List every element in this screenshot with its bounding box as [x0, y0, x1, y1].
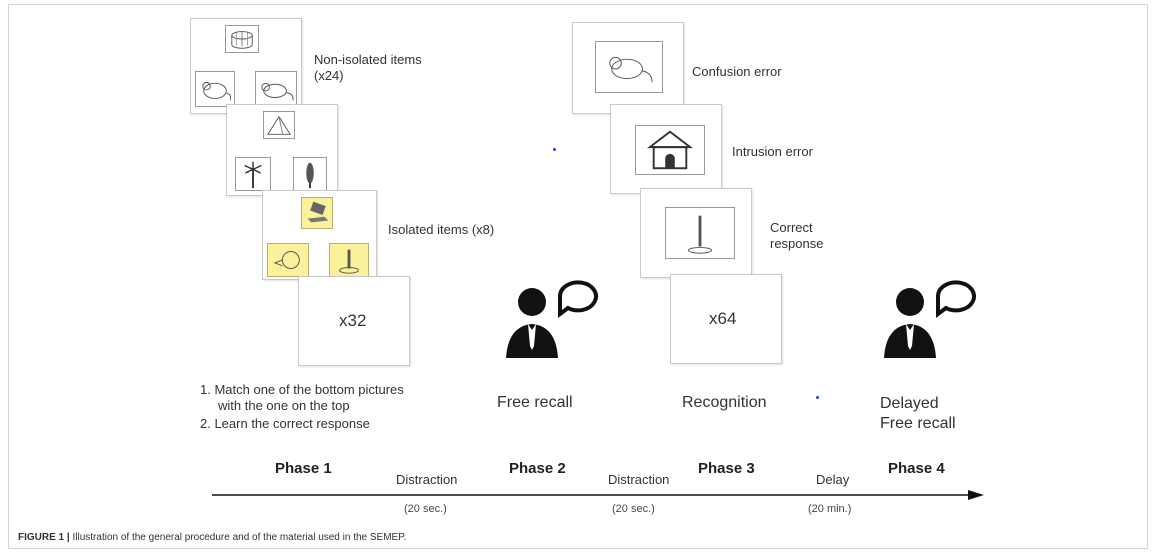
caption-label: FIGURE 1 |	[18, 532, 70, 543]
laptop-icon	[301, 197, 333, 229]
delay-label: Delay	[816, 472, 850, 487]
mouse-icon	[195, 71, 235, 107]
correct-response-label-2: response	[770, 236, 824, 251]
person-speaking-icon	[878, 268, 978, 360]
phase-1-title: Phase 1	[275, 460, 332, 477]
phase-3-title: Phase 3	[698, 460, 755, 477]
rat-icon	[595, 41, 663, 93]
palm-tree-icon	[235, 157, 271, 191]
marker-dot	[553, 148, 556, 151]
delay-time: (20 min.)	[808, 503, 852, 515]
phase-4-title: Phase 4	[888, 460, 945, 477]
cake-icon	[225, 25, 259, 53]
isolated-label: Isolated items (x8)	[388, 222, 495, 237]
recognition-label: Recognition	[682, 394, 767, 411]
intrusion-card	[610, 104, 722, 194]
cypress-tree-icon	[293, 157, 327, 191]
item-count: x64	[709, 309, 737, 328]
figure-caption: FIGURE 1 | Illustration of the general p…	[18, 532, 406, 543]
marker-dot	[816, 396, 819, 399]
distraction-2-time: (20 sec.)	[612, 503, 655, 515]
person-speaking-icon	[500, 268, 600, 360]
distraction-1-label: Distraction	[396, 472, 458, 487]
correct-response-label-1: Correct	[770, 220, 813, 235]
phase-2-title: Phase 2	[509, 460, 566, 477]
candle-icon	[665, 207, 735, 259]
count-card-phase3: x64	[670, 274, 782, 364]
free-recall-label: Free recall	[497, 394, 573, 411]
pyramid-icon	[263, 111, 295, 139]
correct-card	[640, 188, 752, 278]
item-count: x32	[339, 311, 367, 330]
instruction-1b: with the one on the top	[218, 398, 350, 413]
confusion-card	[572, 22, 684, 114]
light-bulb-icon	[267, 243, 309, 277]
doghouse-icon	[635, 125, 705, 175]
instruction-2: 2. Learn the correct response	[200, 416, 370, 431]
confusion-error-label: Confusion error	[692, 64, 782, 79]
timeline-arrow	[212, 488, 984, 500]
isolated-card	[262, 190, 377, 280]
delayed-label-1: Delayed	[880, 395, 939, 412]
candle-icon	[329, 243, 369, 277]
non-isolated-card	[190, 18, 302, 114]
figure-frame	[8, 4, 1148, 549]
intrusion-error-label: Intrusion error	[732, 144, 813, 159]
non-isolated-label: Non-isolated items (x24)	[314, 52, 422, 83]
distraction-2-label: Distraction	[608, 472, 670, 487]
instruction-1: 1. Match one of the bottom pictures	[200, 382, 404, 397]
pyramid-card	[226, 104, 338, 196]
rat-icon	[255, 71, 297, 107]
count-card-phase1: x32	[298, 276, 410, 366]
distraction-1-time: (20 sec.)	[404, 503, 447, 515]
delayed-label-2: Free recall	[880, 415, 956, 432]
caption-text: Illustration of the general procedure an…	[72, 532, 407, 543]
